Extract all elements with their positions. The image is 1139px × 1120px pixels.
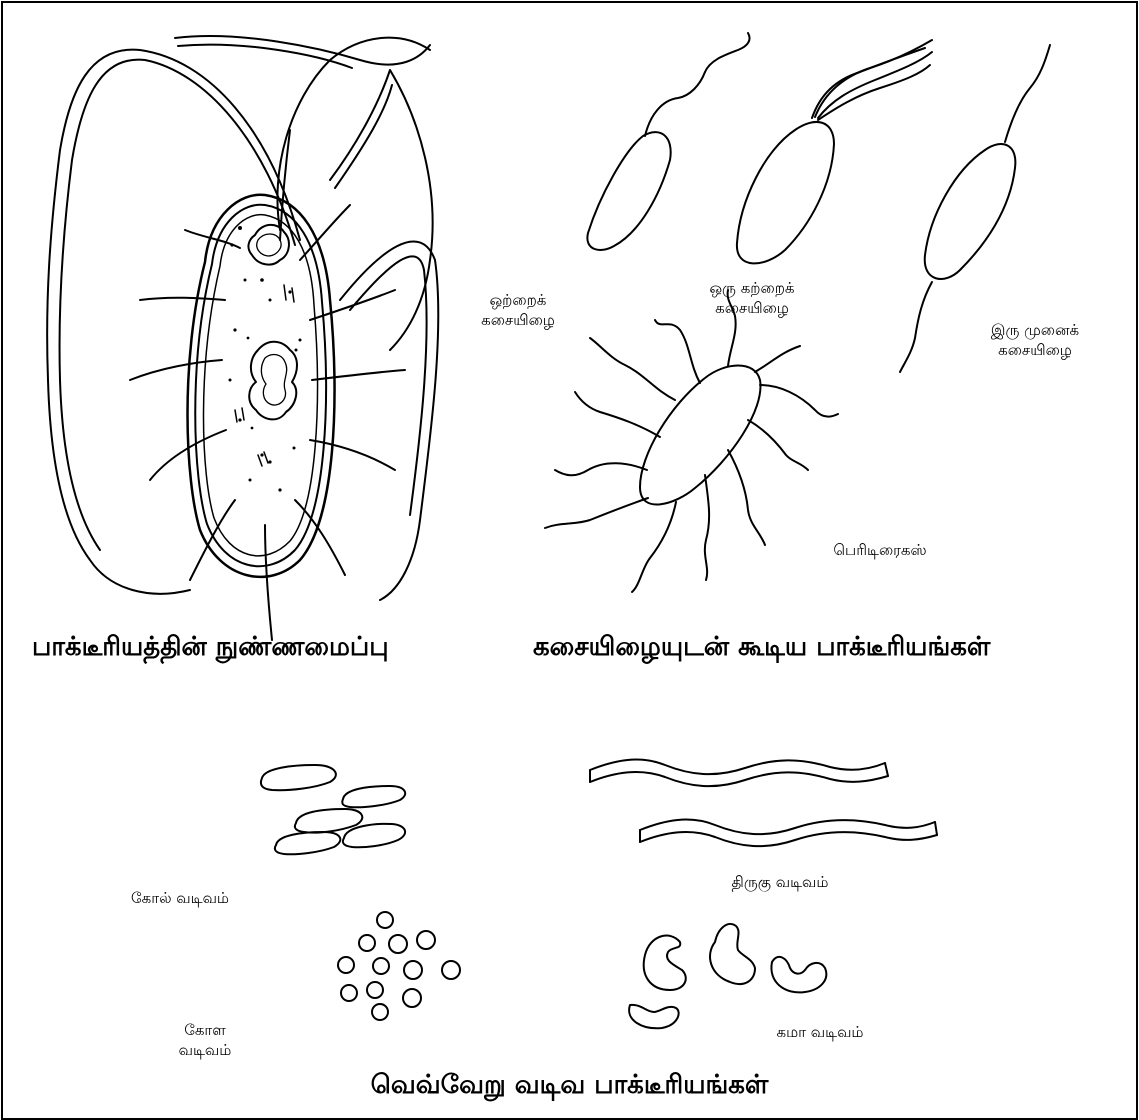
structure-title: பாக்டீரியத்தின் நுண்ணமைப்பு <box>32 632 389 665</box>
coccus-label: கோள வடிவம் <box>150 1020 260 1060</box>
comma-bacteria-drawing <box>629 924 826 1028</box>
bacterial-cell-structure-drawing <box>47 36 438 640</box>
coccus-bacteria-drawing <box>338 912 460 1020</box>
shapes-title: வெவ்வேறு வடிவ பாக்டீரியங்கள் <box>0 1070 1139 1103</box>
amphitrichous-label: இரு முனைக் கசையிழை <box>960 320 1110 360</box>
peritrichous-label: பெரிடிரைகஸ் <box>790 540 970 560</box>
lophotrichous-label: ஒரு கற்றைக் கசையிழை <box>690 278 814 318</box>
rod-label: கோல் வடிவம் <box>100 888 260 908</box>
lophotrichous-bacterium-drawing <box>737 40 932 263</box>
monotrichous-label: ஒற்றைக் கசையிழை <box>462 290 574 330</box>
rod-shaped-bacteria-drawing <box>261 765 405 854</box>
monotrichous-bacterium-drawing <box>587 33 749 250</box>
comma-label: கமா வடிவம் <box>720 1022 920 1042</box>
flagellated-title: கசையிழையுடன் கூடிய பாக்டீரியங்கள் <box>533 632 990 665</box>
spiral-label: திருகு வடிவம் <box>680 872 880 892</box>
spiral-bacteria-drawing <box>590 760 937 847</box>
